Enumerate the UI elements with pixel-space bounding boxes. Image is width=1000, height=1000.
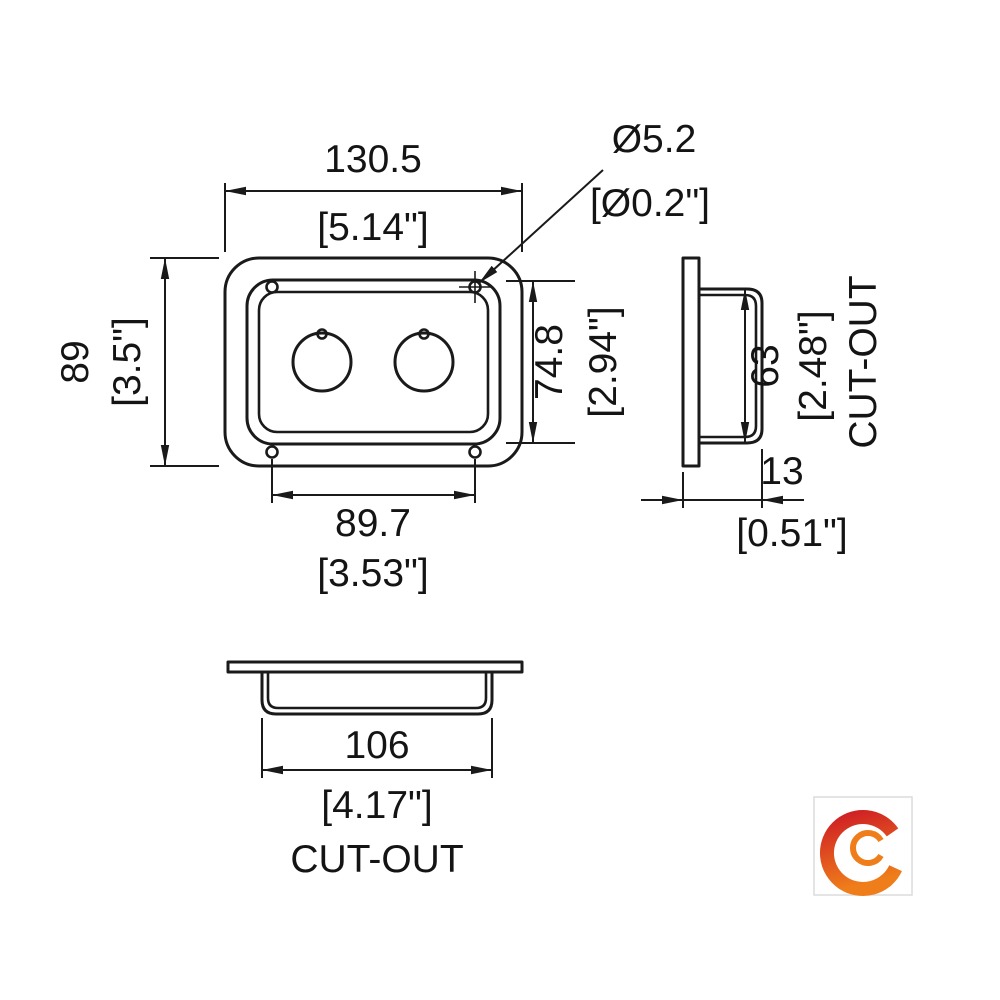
side-dish-inner <box>699 293 758 439</box>
side-flange-outline <box>681 256 701 468</box>
bottom-dish-inner <box>266 672 488 710</box>
front-view <box>223 256 524 468</box>
side-cutout-label: CUT-OUT <box>842 275 885 448</box>
dim-cutout-width: 106 [4.17"] CUT-OUT <box>261 718 493 881</box>
dim-recess-height: 74.8 [2.94"] <box>506 280 625 444</box>
dim-cutout-height-inch: [2.48"] <box>792 310 835 421</box>
side-dish-outer <box>699 287 764 445</box>
dim-depth-mm: 13 <box>760 450 803 493</box>
brand-logo <box>813 796 913 896</box>
dim-spacing-inch: [3.53"] <box>317 552 428 595</box>
dim-overall-width: 130.5 [5.14"] <box>224 138 523 252</box>
dim-recess-mm: 74.8 <box>528 324 571 400</box>
plate-outline <box>223 256 524 468</box>
dim-cutout-width-mm: 106 <box>344 724 409 767</box>
dim-depth: 13 [0.51"] <box>641 449 848 555</box>
dim-width-mm: 130.5 <box>324 138 422 181</box>
dim-height-inch: [3.5"] <box>106 317 149 407</box>
bottom-cutout-label: CUT-OUT <box>290 838 463 881</box>
screw-hole-bottom-right <box>468 445 482 459</box>
dim-height-mm: 89 <box>54 340 97 383</box>
dim-hole-spacing: 89.7 [3.53"] <box>271 459 476 595</box>
dim-hole-dia-inch: [Ø0.2"] <box>590 182 710 225</box>
bottom-view <box>226 660 524 716</box>
connector-hole-right <box>393 331 455 393</box>
dim-overall-height: 89 [3.5"] <box>54 257 219 467</box>
dim-cutout-width-inch: [4.17"] <box>321 784 432 827</box>
logo-outer-c-icon <box>820 810 902 896</box>
bottom-dish-outer <box>260 672 494 716</box>
connector-hole-left <box>291 331 353 393</box>
side-view <box>681 256 764 468</box>
dim-width-inch: [5.14"] <box>317 206 428 249</box>
dim-hole-dia-mm: Ø5.2 <box>612 118 697 161</box>
logo-inner-ring-icon <box>850 830 884 866</box>
recess-rim-outline <box>245 278 502 446</box>
recess-floor-outline <box>257 290 490 434</box>
dim-spacing-mm: 89.7 <box>335 502 411 545</box>
leader-line <box>478 169 604 284</box>
dim-cutout-height-mm: 63 <box>744 344 787 387</box>
dim-depth-inch: [0.51"] <box>736 512 847 555</box>
bottom-flange-outline <box>226 660 524 674</box>
connector-notch-right <box>418 328 430 340</box>
screw-hole-top-left <box>265 280 279 294</box>
screw-hole-bottom-left <box>265 445 279 459</box>
dim-cutout-height: 63 [2.48"] CUT-OUT <box>740 275 885 449</box>
dim-recess-inch: [2.94"] <box>582 306 625 417</box>
connector-notch-left <box>316 328 328 340</box>
dim-hole-diameter: Ø5.2 [Ø0.2"] <box>478 118 710 284</box>
